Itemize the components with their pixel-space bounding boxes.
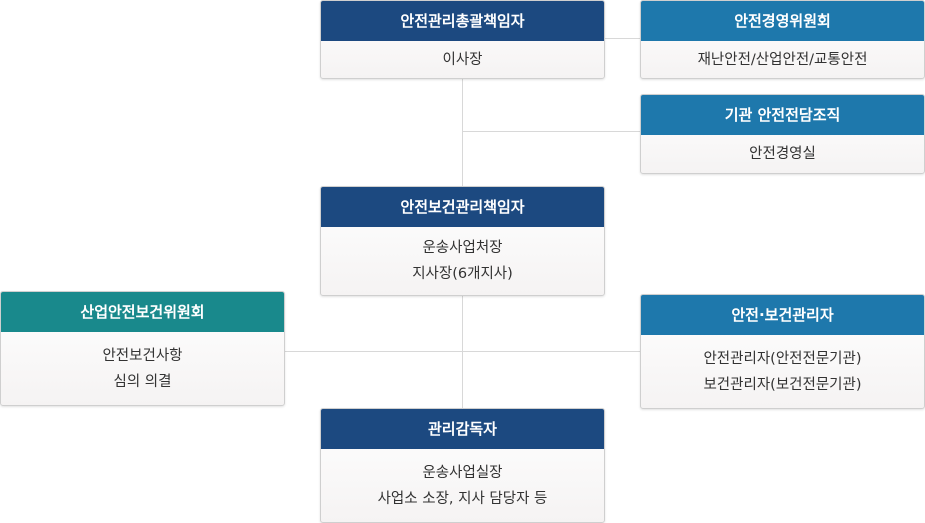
health-manager-box: 안전보건관리책임자 운송사업처장 지사장(6개지사) [320,186,605,296]
connector-spine-to-dedicated-org [462,131,641,132]
health-manager-body: 운송사업처장 지사장(6개지사) [321,227,604,295]
safety-committee-line: 재난안전/산업안전/교통안전 [697,51,868,68]
top-manager-title: 안전관리총괄책임자 [321,1,604,41]
top-manager-body: 이사장 [321,41,604,78]
connector-industrial-committee-to-admin [284,351,641,352]
safety-health-admin-title: 안전·보건관리자 [641,295,924,335]
safety-health-admin-body: 안전관리자(안전전문기관) 보건관리자(보건전문기관) [641,335,924,408]
industrial-committee-body: 안전보건사항 심의 의결 [1,332,284,405]
supervisor-box: 관리감독자 운송사업실장 사업소 소장, 지사 담당자 등 [320,408,605,523]
dedicated-org-box: 기관 안전전담조직 안전경영실 [640,94,925,174]
dedicated-org-body: 안전경영실 [641,135,924,173]
health-manager-line-1: 운송사업처장 [422,240,503,256]
industrial-committee-box: 산업안전보건위원회 안전보건사항 심의 의결 [0,291,285,406]
supervisor-title: 관리감독자 [321,409,604,449]
supervisor-body: 운송사업실장 사업소 소장, 지사 담당자 등 [321,449,604,522]
dedicated-org-title: 기관 안전전담조직 [641,95,924,135]
industrial-committee-line-1: 안전보건사항 [102,347,183,364]
industrial-committee-title: 산업안전보건위원회 [1,292,284,332]
supervisor-line-1: 운송사업실장 [422,464,503,481]
safety-committee-body: 재난안전/산업안전/교통안전 [641,41,924,78]
supervisor-line-2: 사업소 소장, 지사 담당자 등 [377,490,548,507]
safety-committee-box: 안전경영위원회 재난안전/산업안전/교통안전 [640,0,925,79]
health-manager-title: 안전보건관리책임자 [321,187,604,227]
top-manager-box: 안전관리총괄책임자 이사장 [320,0,605,79]
safety-committee-title: 안전경영위원회 [641,1,924,41]
dedicated-org-line: 안전경영실 [749,146,816,162]
health-manager-line-2: 지사장(6개지사) [412,266,513,282]
connector-top-to-committee [604,38,641,39]
safety-health-admin-line-2: 보건관리자(보건전문기관) [703,376,862,393]
industrial-committee-line-2: 심의 의결 [113,373,172,390]
safety-health-admin-box: 안전·보건관리자 안전관리자(안전전문기관) 보건관리자(보건전문기관) [640,294,925,409]
safety-health-admin-line-1: 안전관리자(안전전문기관) [703,350,862,367]
top-manager-line: 이사장 [442,51,483,68]
